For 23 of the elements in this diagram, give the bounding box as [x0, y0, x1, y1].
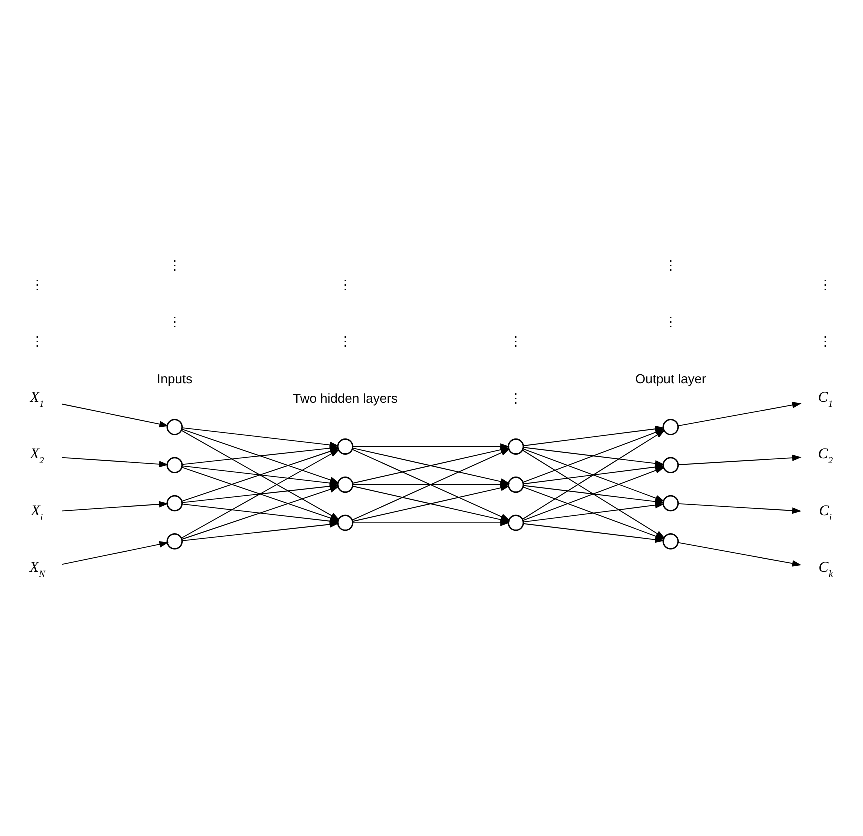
label: ⋮ — [664, 314, 678, 330]
label: Inputs — [157, 371, 193, 386]
label: ⋮ — [819, 277, 832, 292]
node-text: C$_{i}$ — [819, 503, 832, 524]
label: ⋮ — [168, 314, 182, 330]
node-text: C$_{2}$ — [818, 446, 834, 467]
node-text: X$_{2}$ — [30, 446, 44, 467]
label: ⋮ — [30, 277, 44, 292]
node-text: X$_{N}$ — [30, 560, 46, 580]
label: ⋮ — [819, 334, 832, 350]
node-text: C$_{1}$ — [818, 390, 834, 410]
label: ⋮ — [339, 334, 352, 350]
label: Two hidden layers — [293, 390, 398, 406]
label: ⋮ — [510, 390, 523, 406]
label: ⋮ — [664, 258, 678, 273]
label: Output layer — [635, 371, 706, 386]
label: ⋮ — [30, 334, 44, 350]
node-text: X$_{1}$ — [30, 390, 44, 410]
label: ⋮ — [168, 258, 182, 273]
node-text: C$_{k}$ — [818, 560, 834, 580]
label: ⋮ — [339, 277, 352, 292]
node-text: X$_{i}$ — [31, 503, 44, 524]
label: ⋮ — [510, 334, 523, 350]
